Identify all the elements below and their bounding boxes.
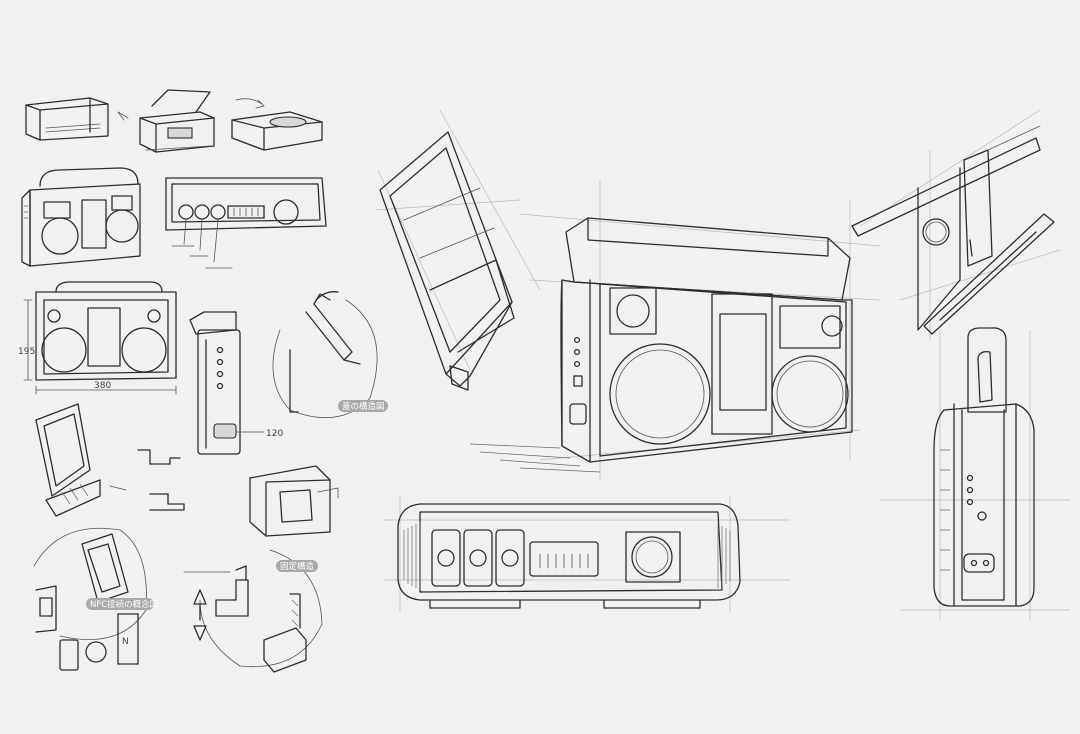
fix-structure-label: 固定構造: [280, 561, 315, 572]
front-view-dimensioned: 195 380: [18, 281, 177, 395]
nfc-concept-label-pill: [86, 598, 154, 610]
open-lid-study: [35, 403, 101, 517]
lid-structure-label-pill: [338, 400, 388, 412]
boombox-perspective-large: [469, 180, 881, 480]
boombox-top-view-large: [384, 496, 790, 612]
open-lid-perspective-large: [375, 109, 541, 391]
dimension-width: 380: [94, 381, 111, 391]
hinge-closeup-large: [851, 109, 1061, 340]
boombox-side-view-large: [880, 327, 1070, 620]
dimension-depth: 120: [266, 429, 283, 439]
side-view-small: 120: [189, 311, 283, 455]
control-panel-view: [165, 177, 327, 269]
lid-structure-label: 蓋の構造図: [342, 401, 385, 412]
thumbnail-slim-radio: [25, 97, 129, 141]
hinge-detail-small: [109, 449, 185, 511]
fix-structure-label-pill: [276, 560, 318, 572]
nfc-concept-label: NFC接続の概念図: [90, 599, 158, 610]
thumbnail-open-lid: [139, 89, 215, 153]
dimension-height: 195: [18, 347, 35, 357]
nfc-concept-detail: N NFC接続の概念図: [33, 527, 158, 671]
bracket-detail: [249, 465, 339, 537]
fixing-structure-detail: 固定構造: [183, 549, 323, 673]
lid-structure-detail: 蓋の構造図: [272, 291, 388, 419]
svg-text:N: N: [122, 637, 129, 647]
boombox-perspective-small: [21, 167, 141, 267]
thumbnail-cd-tray: [231, 98, 323, 151]
